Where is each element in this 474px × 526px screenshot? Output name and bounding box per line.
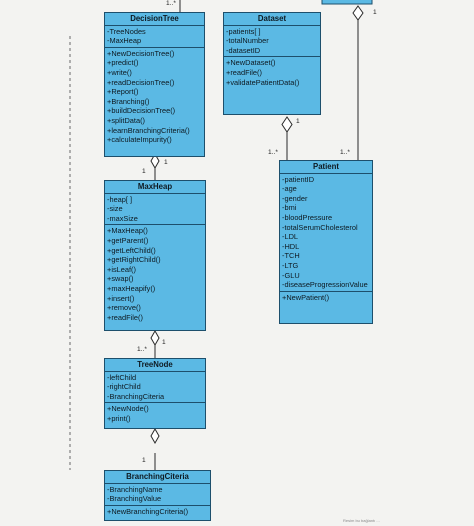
class-max-heap: MaxHeap -heap[ ]-size-maxSize +MaxHeap()… xyxy=(104,180,206,331)
attributes: -patientID-age-gender-bmi-bloodPressure-… xyxy=(280,174,372,292)
class-member: -maxSize xyxy=(107,213,138,223)
attributes: -BranchingName-BranchingValue xyxy=(105,484,210,506)
class-member: -GLU xyxy=(282,270,300,280)
aggregation-diamond-heap-icon xyxy=(150,329,160,347)
class-member: -LTG xyxy=(282,260,299,270)
class-member: +readFile() xyxy=(107,312,143,322)
multiplicity-label: 1 xyxy=(296,118,300,125)
class-name: BranchingCiteria xyxy=(105,471,210,484)
class-member: -TreeNodes xyxy=(107,26,146,36)
aggregation-diamond-dt-icon xyxy=(150,152,160,170)
class-member: -totalSerumCholesterol xyxy=(282,222,358,232)
class-member: +write() xyxy=(107,67,132,77)
class-name: Patient xyxy=(280,161,372,174)
class-member: +swap() xyxy=(107,274,134,284)
class-patient: Patient -patientID-age-gender-bmi-bloodP… xyxy=(279,160,373,324)
class-member: -patientID xyxy=(282,174,315,184)
class-member: +getRightChild() xyxy=(107,255,161,265)
class-member: +NewDecisionTree() xyxy=(107,48,175,58)
methods: +NewBranchingCriteria() xyxy=(105,506,210,518)
class-member: -BranchingValue xyxy=(107,494,162,504)
class-member: +NewPatient() xyxy=(282,292,330,302)
offscreen-class-stub xyxy=(321,0,373,5)
class-member: +readFile() xyxy=(226,67,262,77)
class-member: +Report() xyxy=(107,87,139,97)
class-member: -bmi xyxy=(282,203,297,213)
multiplicity-label: 1..* xyxy=(166,0,176,7)
class-member: +NewDataset() xyxy=(226,58,276,68)
attributes: -patients[ ]-totalNumber-datasetID xyxy=(224,26,320,58)
class-member: -TCH xyxy=(282,251,300,261)
class-member: -size xyxy=(107,204,123,214)
aggregation-diamond-dataset-icon xyxy=(281,116,293,133)
class-member: +print() xyxy=(107,413,131,423)
class-member: -BranchingName xyxy=(107,484,163,494)
class-member: -heap[ ] xyxy=(107,194,133,204)
multiplicity-label: 1 xyxy=(164,159,168,166)
class-member: +getParent() xyxy=(107,235,149,245)
class-name: TreeNode xyxy=(105,359,205,372)
methods: +NewNode()+print() xyxy=(105,403,205,424)
attributes: -leftChild-rightChild-BranchingCiteria xyxy=(105,372,205,404)
attributes: -TreeNodes-MaxHeap xyxy=(105,26,204,48)
class-member: -totalNumber xyxy=(226,36,269,46)
class-decision-tree: DecisionTree -TreeNodes-MaxHeap +NewDeci… xyxy=(104,12,205,157)
class-member: +remove() xyxy=(107,303,141,313)
class-member: -leftChild xyxy=(107,372,137,382)
class-member: -diseaseProgressionValue xyxy=(282,280,368,290)
class-member: +calculateImpurity() xyxy=(107,135,172,145)
class-member: +MaxHeap() xyxy=(107,226,148,236)
class-member: -LDL xyxy=(282,232,299,242)
attributes: -heap[ ]-size-maxSize xyxy=(105,194,205,226)
multiplicity-label: 1..* xyxy=(137,346,147,353)
class-member: +predict() xyxy=(107,58,139,68)
class-name: Dataset xyxy=(224,13,320,26)
multiplicity-label: 1 xyxy=(162,339,166,346)
class-member: +buildDecisionTree() xyxy=(107,106,176,116)
class-member: -BranchingCiteria xyxy=(107,391,165,401)
class-member: -datasetID xyxy=(226,45,261,55)
class-member: +NewNode() xyxy=(107,404,149,414)
multiplicity-label: 1..* xyxy=(268,149,278,156)
multiplicity-label: 1 xyxy=(142,168,146,175)
class-member: -bloodPressure xyxy=(282,212,333,222)
class-member: +NewBranchingCriteria() xyxy=(107,506,189,516)
class-name: DecisionTree xyxy=(105,13,204,26)
class-member: -gender xyxy=(282,193,308,203)
class-name: MaxHeap xyxy=(105,181,205,194)
multiplicity-label: 1..* xyxy=(340,149,350,156)
methods: +NewDecisionTree()+predict()+write()+rea… xyxy=(105,48,204,146)
class-member: -patients[ ] xyxy=(226,26,261,36)
aggregation-diamond-node-icon xyxy=(150,427,160,445)
class-member: +maxHeapify() xyxy=(107,283,156,293)
class-member: -rightChild xyxy=(107,382,141,392)
footnote-text: Resim bu bağlantı ... xyxy=(343,518,380,523)
class-member: +isLeaf() xyxy=(107,264,136,274)
class-member: +learnBranchingCriteria() xyxy=(107,125,190,135)
methods: +NewDataset()+readFile()+validatePatient… xyxy=(224,57,320,88)
multiplicity-label: 1 xyxy=(142,457,146,464)
methods: +MaxHeap()+getParent()+getLeftChild()+ge… xyxy=(105,225,205,323)
class-member: +splitData() xyxy=(107,115,145,125)
class-member: +readDecisionTree() xyxy=(107,77,175,87)
class-member: +getLeftChild() xyxy=(107,245,156,255)
class-tree-node: TreeNode -leftChild-rightChild-Branching… xyxy=(104,358,206,429)
class-member: -MaxHeap xyxy=(107,36,142,46)
multiplicity-label: 1 xyxy=(373,9,377,16)
class-member: -age xyxy=(282,184,297,194)
methods: +NewPatient() xyxy=(280,292,372,304)
aggregation-diamond-top-icon xyxy=(352,5,364,21)
class-member: +validatePatientData() xyxy=(226,77,300,87)
class-member: -HDL xyxy=(282,241,300,251)
class-branching-criteria: BranchingCiteria -BranchingName-Branchin… xyxy=(104,470,211,521)
class-member: +Branching() xyxy=(107,96,150,106)
class-dataset: Dataset -patients[ ]-totalNumber-dataset… xyxy=(223,12,321,115)
class-member: +insert() xyxy=(107,293,135,303)
